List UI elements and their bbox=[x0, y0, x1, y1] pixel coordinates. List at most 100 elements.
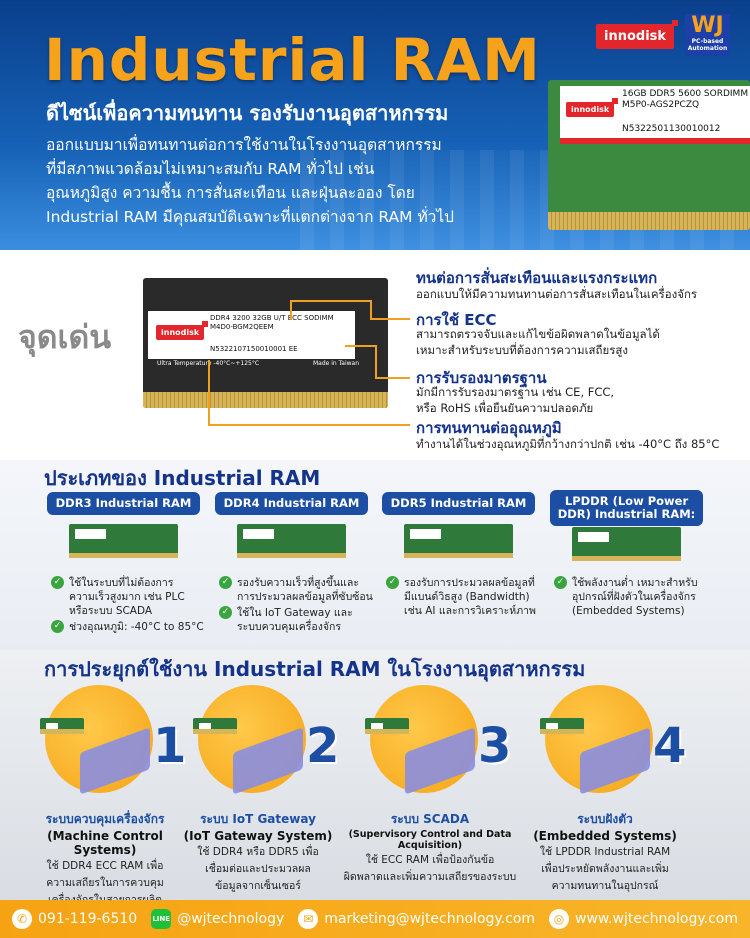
ram-type-header: DDR5 Industrial RAM bbox=[382, 492, 535, 515]
hero-text-line: อุณหภูมิสูง ความชื้น การสั่นสะเทือน และฝ… bbox=[46, 184, 415, 202]
bullet-text: ใช้พลังงานต่ำ เหมาะสำหรับ bbox=[572, 577, 698, 589]
ram-type-bullet: ✓รองรับการประมวลผลข้อมูลที่มีแบนด์วิธสูง… bbox=[386, 576, 549, 618]
bullet-text: ใช้ใน IoT Gateway และ bbox=[237, 607, 353, 619]
application-desc: ข้อมูลจากเซ็นเซอร์ bbox=[215, 880, 301, 892]
bullet-text: รองรับความเร็วที่สูงขึ้นและ bbox=[237, 577, 359, 589]
application-caption: ระบบ SCADA (Supervisory Control and Data… bbox=[340, 810, 520, 885]
application-desc: ใช้ DDR4 หรือ DDR5 เพื่อ bbox=[197, 846, 319, 858]
feature-desc: เหมาะสำหรับระบบที่ต้องการความเสถียรสูง bbox=[416, 343, 629, 357]
callout-line bbox=[375, 345, 377, 377]
ram-type-bullet: ✓ ใช้ใน IoT Gateway และระบบควบคุมเครื่องจ… bbox=[219, 606, 382, 634]
check-icon: ✓ bbox=[554, 576, 567, 589]
email-contact[interactable]: ✉ marketing@wjtechnology.com bbox=[298, 909, 535, 929]
callout-line bbox=[345, 345, 375, 347]
check-icon: ✓ bbox=[219, 576, 232, 589]
application-desc: ใช้ ECC RAM เพื่อป้องกันข้อ bbox=[365, 854, 495, 866]
application-title: ระบบ IoT Gateway bbox=[200, 812, 316, 826]
line-contact[interactable]: LINE@wjtechnology bbox=[151, 909, 284, 929]
ram-module-image bbox=[540, 718, 584, 734]
bullet-text: ใช้ในระบบที่ไม่ต้องการ bbox=[69, 577, 174, 589]
hero-text-line: ที่มีสภาพแวดล้อมไม่เหมาะสมกับ RAM ทั่วไป… bbox=[46, 160, 375, 178]
callout-line bbox=[375, 377, 410, 379]
ram-type-bullet: ✓ ช่วงอุณหภูมิ: -40°C to 85°C bbox=[51, 620, 214, 634]
ram-label-text: 16GB DDR5 5600 SORDIMM bbox=[622, 89, 749, 99]
check-icon: ✓ bbox=[386, 576, 399, 589]
application-caption: ระบบควบคุมเครื่องจักร (Machine Control S… bbox=[15, 810, 195, 908]
wj-logo-text: WJ bbox=[691, 13, 724, 38]
ram-module-image bbox=[572, 527, 681, 561]
ddr4-ram-module-image: innodisk DDR4 3200 32GB U/T ECC SODIMM M… bbox=[143, 278, 388, 408]
application-subtitle: (Machine Control Systems) bbox=[47, 829, 163, 857]
application-title: ระบบควบคุมเครื่องจักร bbox=[45, 812, 165, 826]
ram-label-text: N5322107150010001 EE bbox=[210, 345, 298, 353]
bullet-text: ช่วงอุณหภูมิ: -40°C to 85°C bbox=[69, 621, 204, 633]
application-desc: ใช้ DDR4 ECC RAM เพื่อ bbox=[46, 860, 164, 872]
application-desc: เพื่อประหยัดพลังงานและเพิ่ม bbox=[541, 863, 669, 875]
ram-module-image bbox=[193, 718, 237, 734]
application-desc: เชื่อมต่อและประมวลผล bbox=[205, 863, 311, 875]
application-title: ระบบฝังตัว bbox=[577, 812, 633, 826]
ram-module-image bbox=[237, 524, 346, 558]
application-number: 2 bbox=[306, 718, 340, 774]
check-icon: ✓ bbox=[219, 606, 232, 619]
ram-module-image bbox=[365, 718, 409, 734]
innodisk-logo: innodisk bbox=[596, 20, 679, 49]
ram-module-image bbox=[404, 524, 513, 558]
innodisk-logo: innodisk bbox=[566, 98, 619, 117]
ram-label-text: M4D0-BGM2QEEM bbox=[210, 323, 274, 331]
ram-label-text: Made in Taiwan bbox=[313, 360, 360, 367]
feature-title: การรับรองมาตรฐาน bbox=[416, 369, 547, 387]
callout-line bbox=[208, 424, 410, 426]
callout-line bbox=[208, 360, 210, 425]
ram-types-heading: ประเภทของ Industrial RAM bbox=[44, 466, 321, 490]
feature-desc: หรือ RoHS เพื่อยืนยันความปลอดภัย bbox=[416, 401, 594, 415]
ram-type-header: DDR3 Industrial RAM bbox=[47, 492, 200, 515]
callout-line bbox=[290, 300, 292, 320]
bullet-text: มีแบนด์วิธสูง (Bandwidth) bbox=[404, 591, 530, 603]
contact-footer: ✆ 091-119-6510 LINE@wjtechnology ✉ marketi… bbox=[0, 900, 750, 938]
bullet-text: เช่น AI และการวิเคราะห์ภาพ bbox=[404, 605, 536, 617]
applications-heading: การประยุกต์ใช้งาน Industrial RAM ในโรงงา… bbox=[44, 657, 586, 681]
callout-line bbox=[290, 300, 370, 302]
wj-logo-tagline: PC-based Automation bbox=[687, 38, 728, 52]
ram-label-text: M5P0-AGS2PCZQ bbox=[622, 100, 700, 110]
hero-subtitle: ดีไซน์เพื่อความทนทาน รองรับงานอุตสาหกรรม bbox=[46, 101, 449, 125]
ram-type-header: LPDDR (Low Power DDR) Industrial RAM: bbox=[550, 490, 703, 526]
application-number: 1 bbox=[153, 718, 187, 774]
globe-icon: ◎ bbox=[549, 909, 570, 929]
application-subtitle: (IoT Gateway System) bbox=[183, 829, 333, 843]
check-icon: ✓ bbox=[51, 576, 64, 589]
ram-type-bullet: ✓ ใช้พลังงานต่ำ เหมาะสำหรับอุปกรณ์ที่ฝังต… bbox=[554, 576, 717, 618]
bullet-text: ระบบควบคุมเครื่องจักร bbox=[237, 621, 341, 633]
website-url: www.wjtechnology.com bbox=[575, 911, 738, 927]
features-heading: จุดเด่น bbox=[18, 318, 112, 356]
page-title: Industrial RAM bbox=[44, 26, 541, 94]
email-icon: ✉ bbox=[298, 909, 319, 929]
application-desc: ความทนทานในอุปกรณ์ bbox=[551, 880, 659, 892]
ram-module-image bbox=[40, 718, 84, 734]
ram-label-text: DDR4 3200 32GB U/T ECC SODIMM bbox=[210, 314, 334, 322]
callout-line bbox=[370, 318, 410, 320]
website-contact[interactable]: ◎ www.wjtechnology.com bbox=[549, 909, 738, 929]
application-desc: ผิดพลาดและเพิ่มความเสถียรของระบบ bbox=[343, 871, 517, 883]
application-number: 4 bbox=[653, 718, 687, 774]
application-caption: ระบบฝังตัว (Embedded Systems)ใช้ LPDDR I… bbox=[515, 810, 695, 894]
ram-type-header: DDR4 Industrial RAM bbox=[215, 492, 368, 515]
ram-label: innodisk DDR4 3200 32GB U/T ECC SODIMM M… bbox=[148, 311, 355, 359]
bullet-text: (Embedded Systems) bbox=[572, 605, 685, 617]
feature-title: การใช้ ECC bbox=[416, 311, 497, 329]
ram-type-bullet: ✓ใช้ในระบบที่ไม่ต้องการความเร็วสูงมาก เช… bbox=[51, 576, 214, 618]
phone-contact[interactable]: ✆ 091-119-6510 bbox=[12, 909, 137, 929]
email-address: marketing@wjtechnology.com bbox=[324, 911, 536, 927]
bullet-text: การประมวลผลข้อมูลที่ซับซ้อน bbox=[237, 591, 373, 603]
bullet-text: อุปกรณ์ที่ฝังตัวในเครื่องจักร bbox=[572, 591, 696, 603]
innodisk-logo: innodisk bbox=[156, 321, 209, 340]
phone-number: 091-119-6510 bbox=[38, 911, 138, 927]
ram-pins bbox=[548, 212, 750, 230]
feature-desc: มักมีการรับรองมาตรฐาน เช่น CE, FCC, bbox=[416, 385, 615, 399]
hero-text-line: ออกแบบมาเพื่อทนทานต่อการใช้งานในโรงงานอุ… bbox=[46, 136, 442, 154]
application-caption: ระบบ IoT Gateway (IoT Gateway System) ใช้… bbox=[168, 810, 348, 894]
check-icon: ✓ bbox=[51, 620, 64, 633]
bullet-text: หรือระบบ SCADA bbox=[69, 605, 153, 617]
phone-icon: ✆ bbox=[12, 909, 32, 929]
